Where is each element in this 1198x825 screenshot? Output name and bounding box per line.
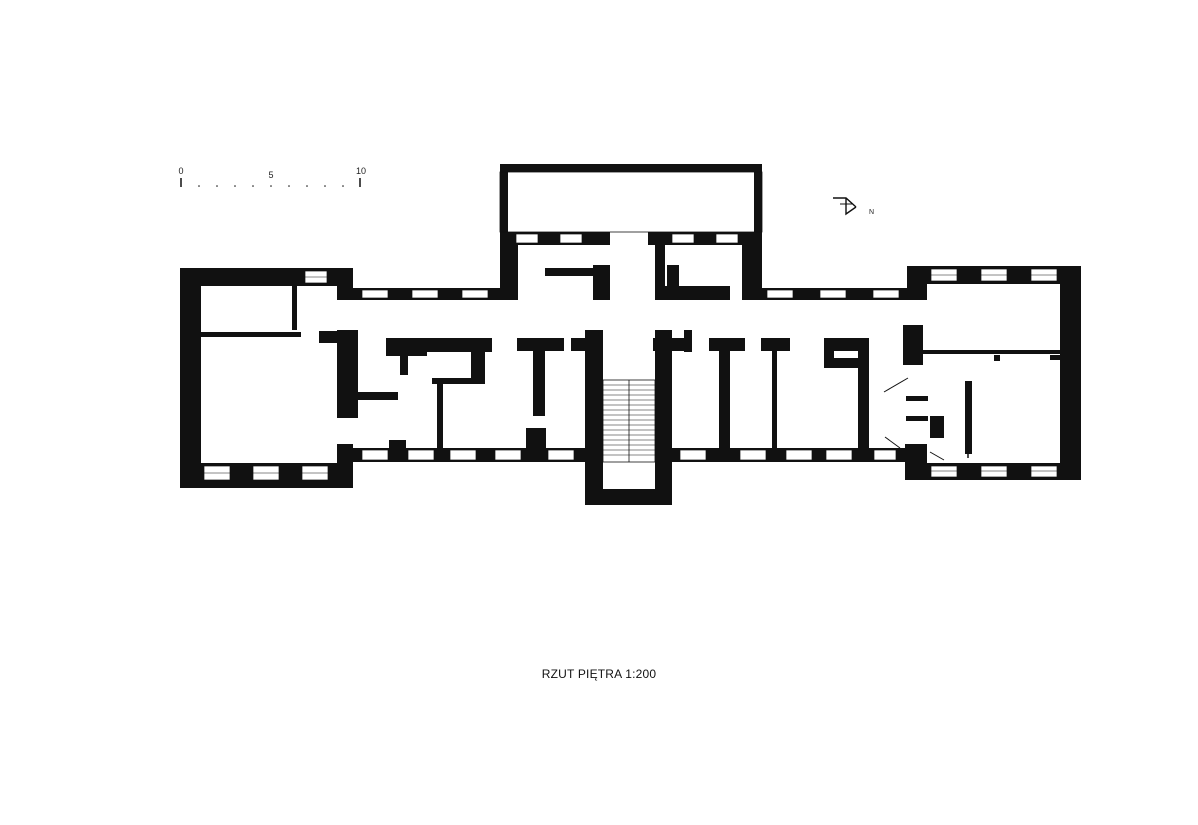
office-4-north-wall [571, 338, 603, 351]
central-block-east-upper [754, 164, 762, 240]
window [361, 449, 389, 461]
window [547, 449, 575, 461]
scale-dots [198, 185, 344, 187]
office-2-wall [437, 380, 443, 450]
stair-east-wall [655, 330, 672, 505]
window [1030, 465, 1058, 478]
central-block-north-wall [500, 164, 762, 172]
central-block-west-lower [500, 232, 518, 300]
scale-label-10: 10 [356, 166, 366, 176]
office-3-wall [533, 338, 545, 416]
right-wing-sw-pier [905, 444, 927, 480]
right-wing-east-wall [1060, 266, 1081, 480]
window [494, 449, 522, 461]
left-wing-west-wall [180, 268, 201, 488]
left-door-jamb [319, 331, 337, 343]
right-wing-nw-pier [907, 266, 927, 300]
office-2-partition [432, 378, 485, 384]
window [825, 449, 853, 461]
left-room-partition [199, 332, 301, 337]
window [361, 289, 389, 299]
right-room-pier [1050, 355, 1060, 360]
right-door-swing [883, 377, 909, 393]
office-3-pier [526, 428, 546, 450]
central-block-east-lower [742, 232, 762, 300]
central-block-interior [499, 171, 763, 233]
stair-treads [603, 384, 655, 456]
window [873, 449, 897, 461]
staircase [602, 379, 656, 463]
window [766, 289, 794, 299]
window [679, 449, 707, 461]
window [785, 449, 813, 461]
window [872, 289, 900, 299]
stair-west-wall [585, 330, 603, 505]
right-wc-stub-1 [906, 396, 928, 401]
central-east-room-pier [667, 265, 679, 287]
left-wing-se-pier [337, 444, 353, 488]
window [411, 289, 439, 299]
stair-south-wall [585, 489, 672, 505]
thin-lines [499, 171, 969, 461]
office-1-partition [358, 392, 398, 400]
right-room-partition [918, 350, 1062, 354]
central-block-west-upper [500, 164, 508, 240]
office-1-pier [389, 440, 406, 458]
office-5-north-wall [653, 338, 692, 351]
north-arrow-icon: N [833, 197, 874, 216]
scale-label-5: 5 [268, 170, 273, 180]
central-west-room-wall [545, 268, 593, 276]
right-wc-stub-2 [906, 416, 928, 421]
window [515, 233, 539, 244]
window [671, 233, 695, 244]
window [980, 465, 1008, 478]
window [930, 465, 958, 478]
window [819, 289, 847, 299]
office-8-jamb-west [824, 338, 834, 368]
office-8-east-wall [858, 338, 869, 450]
central-west-room-jamb [593, 265, 610, 300]
right-door-swing-3 [929, 451, 945, 461]
north-label: N [869, 209, 874, 216]
walls [180, 164, 1081, 505]
left-wing-east-wall [337, 330, 358, 418]
right-door-swing-2 [884, 436, 901, 449]
central-east-room-bottom [655, 286, 730, 300]
office-1-jamb [400, 338, 408, 375]
office-7-wall [772, 338, 777, 450]
window [739, 449, 767, 461]
window [407, 449, 435, 461]
office-5-jamb [684, 330, 692, 352]
office-6-wall [719, 338, 730, 450]
scale-bar: 0 5 10 [178, 166, 366, 187]
right-wc-pier [930, 416, 944, 438]
office-8-lintel [824, 358, 868, 368]
window [461, 289, 489, 299]
window-glazing [204, 274, 1057, 474]
scale-label-0: 0 [178, 166, 183, 176]
central-east-room-wall [655, 240, 665, 300]
right-wing-west-pier [903, 325, 923, 365]
window [715, 233, 739, 244]
drawing-title: RZUT PIĘTRA 1:200 [541, 667, 657, 681]
left-closet-wall [292, 285, 297, 330]
office-2-jamb [471, 338, 485, 383]
office-8-north-wall [824, 338, 869, 351]
window [449, 449, 477, 461]
left-wing-ne-pier [337, 268, 353, 300]
right-room-pier-2 [994, 355, 1000, 361]
window [559, 233, 583, 244]
